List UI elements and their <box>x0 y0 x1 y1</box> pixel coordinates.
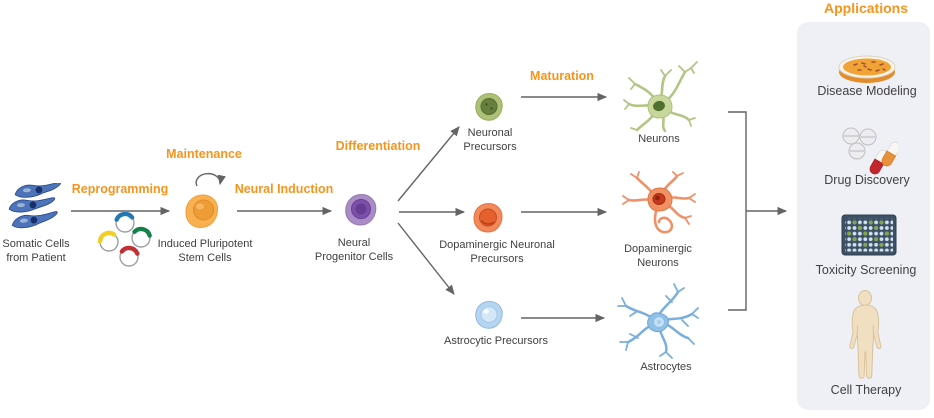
process-label-maturation: Maturation <box>530 69 594 83</box>
application-label-drug-discovery: Drug Discovery <box>824 173 910 187</box>
stage-label-dopaminergic-neurons: Dopaminergic Neurons <box>624 243 692 270</box>
stage-label-somatic-cells: Somatic Cells from Patient <box>2 238 70 265</box>
human-body-icon <box>849 290 882 379</box>
dopaminergic-precursor-cell-icon <box>473 202 503 233</box>
application-label-cell-therapy: Cell Therapy <box>830 383 902 397</box>
neuronal-precursor-cell-icon <box>475 92 503 121</box>
application-label-toxicity-screening: Toxicity Screening <box>815 263 917 277</box>
petri-dish-icon <box>838 55 896 83</box>
outputs-bracket <box>728 111 747 311</box>
microplate-icon <box>841 214 897 256</box>
astrocytic-precursor-cell-icon <box>475 300 503 329</box>
stage-label-astrocytes: Astrocytes <box>640 361 692 373</box>
fibroblast-cell <box>8 183 61 229</box>
tablets <box>842 127 877 160</box>
process-label-neural-induction: Neural Induction <box>234 182 334 196</box>
ipsc-cell-icon <box>185 194 219 229</box>
applications-title: Applications <box>823 0 909 16</box>
orange-capsule <box>881 141 898 167</box>
somatic-cells-icon <box>8 183 61 229</box>
neuron-icon <box>623 61 698 132</box>
process-label-differentiation: Differentiation <box>335 139 421 153</box>
plasmids-icon <box>98 212 152 267</box>
stage-label-astrocytic-precursors: Astrocytic Precursors <box>444 335 548 347</box>
astrocyte-icon <box>617 283 699 359</box>
neural-progenitor-cell-icon <box>345 193 377 226</box>
application-label-disease-modeling: Disease Modeling <box>817 84 917 98</box>
process-label-maintenance: Maintenance <box>166 147 242 161</box>
stage-label-neurons: Neurons <box>638 133 680 145</box>
process-label-reprogramming: Reprogramming <box>71 182 169 196</box>
pills-icon <box>842 127 898 175</box>
stage-label-neuronal-precursors: Neuronal Precursors <box>463 127 517 154</box>
stage-label-ipsc: Induced Pluripotent Stem Cells <box>157 238 253 265</box>
stage-label-dopaminergic-precursors: Dopaminergic Neuronal Precursors <box>439 239 555 266</box>
self-renewal-arrow-icon <box>195 173 226 187</box>
stage-label-neural-progenitors: Neural Progenitor Cells <box>314 237 394 264</box>
dopaminergic-neuron-icon <box>622 171 696 234</box>
